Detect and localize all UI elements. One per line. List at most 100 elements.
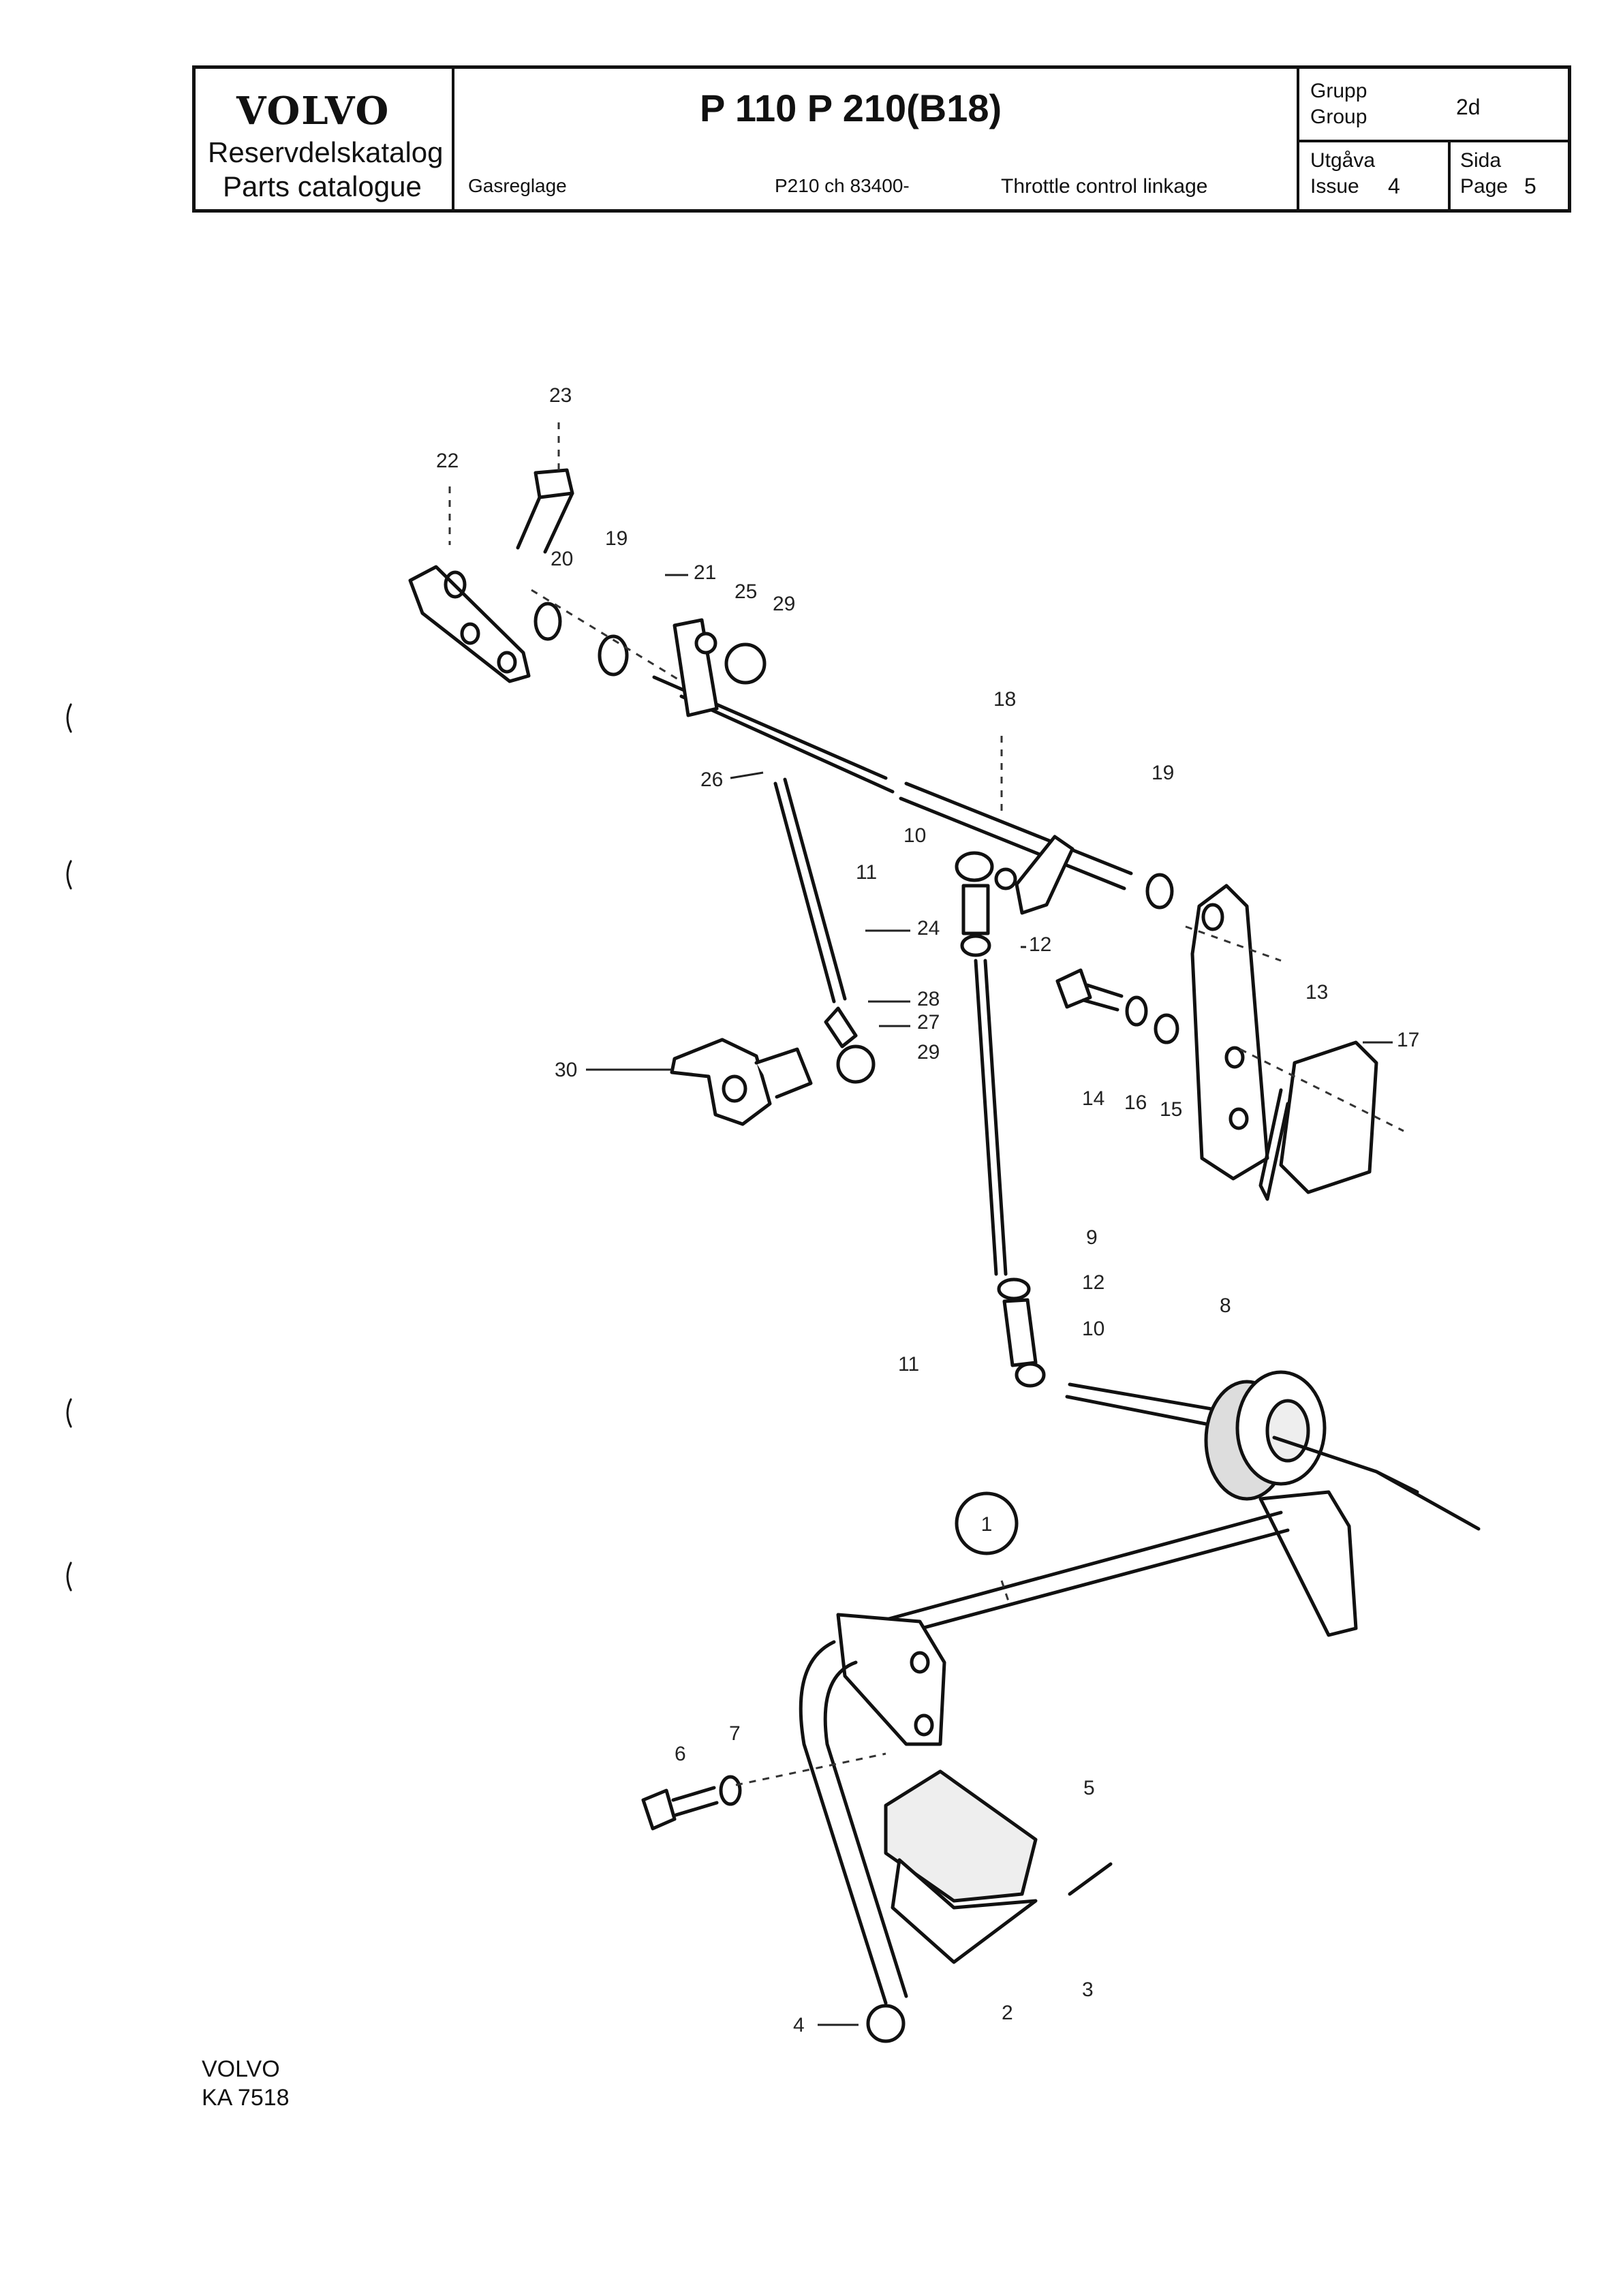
callout-17: 17 <box>1397 1029 1419 1051</box>
bolt-6-shank <box>671 1786 719 1817</box>
catalog-title-en: Parts catalogue <box>223 170 422 202</box>
bracket-13 <box>1190 884 1269 1181</box>
callout-8: 8 <box>1220 1294 1231 1317</box>
callout-10: 10 <box>1082 1318 1104 1340</box>
callout-29: 29 <box>917 1041 940 1064</box>
callout-24: 24 <box>917 917 940 940</box>
group-label-en: Group <box>1310 106 1367 128</box>
socket-10 <box>961 884 990 935</box>
mounting-plate <box>1258 1490 1358 1637</box>
callout-22: 22 <box>436 450 459 472</box>
footer-brand: VOLVO <box>202 2056 280 2082</box>
lever-25 <box>673 618 719 717</box>
footer: VOLVO KA 7518 <box>202 2055 290 2112</box>
callout-circle-1 <box>955 1491 1019 1555</box>
grommet-8 <box>1265 1399 1310 1463</box>
socket-10 <box>955 851 994 882</box>
bracket-hole <box>1228 1107 1249 1130</box>
callout-20: 20 <box>551 548 573 570</box>
issue-label-en: Issue <box>1310 175 1359 198</box>
callout-12: 12 <box>1082 1271 1104 1294</box>
leader-line <box>1239 1048 1404 1132</box>
pedal-pad-2 <box>884 1769 1038 1903</box>
leader-line <box>531 589 682 683</box>
clip-bracket-17 <box>1258 1088 1290 1201</box>
clip-bracket-17 <box>1279 1040 1378 1194</box>
pin-3 <box>1068 1862 1113 1896</box>
callout-23: 23 <box>549 384 572 407</box>
callout-16: 16 <box>1124 1091 1147 1114</box>
callout-2: 2 <box>1002 2002 1013 2024</box>
brand-logo: VOLVO <box>236 89 390 134</box>
ball-socket <box>1015 1362 1046 1388</box>
ball-joint <box>994 867 1017 890</box>
pedal-plate <box>836 1613 946 1746</box>
plate-hole <box>914 1713 934 1737</box>
washer-7 <box>719 1775 742 1806</box>
washer <box>598 634 629 677</box>
header-divider <box>452 69 454 209</box>
callout-3: 3 <box>1082 1979 1094 2001</box>
bracket-hole <box>1201 903 1224 931</box>
bushing-4 <box>866 2004 906 2043</box>
chassis-range: P210 ch 83400- <box>775 175 910 196</box>
throttle-shaft-18 <box>899 781 1133 890</box>
callout-5: 5 <box>1083 1777 1095 1799</box>
callout-10: 10 <box>903 824 926 847</box>
bolt-23-shank <box>516 491 574 554</box>
callout-11: 11 <box>898 1353 919 1376</box>
ball-joint-27 <box>836 1044 876 1084</box>
plate-hole <box>910 1651 930 1674</box>
lever-30-arm <box>754 1047 813 1099</box>
nut-28 <box>824 1006 858 1049</box>
bracket-hole <box>444 570 467 599</box>
pedal-shaft-1 <box>877 1510 1290 1640</box>
lever-arm <box>1015 835 1075 915</box>
callout-7: 7 <box>729 1722 741 1745</box>
margin-mark <box>66 703 72 733</box>
header-divider <box>1297 140 1568 142</box>
header-divider <box>1297 69 1299 209</box>
washer-20 <box>534 602 562 641</box>
washer-15 <box>1154 1013 1179 1044</box>
callout-15: 15 <box>1160 1098 1182 1121</box>
lever-30 <box>670 1038 772 1126</box>
pedal-arm <box>799 1640 908 2005</box>
rod-9 <box>974 959 1008 1276</box>
callout-21: 21 <box>694 561 716 584</box>
callout-14: 14 <box>1082 1087 1104 1110</box>
margin-mark <box>66 1398 72 1428</box>
callout-27: 27 <box>917 1011 940 1034</box>
bracket-hole <box>497 651 517 674</box>
bolt-6 <box>641 1788 677 1831</box>
footer-code: KA 7518 <box>202 2085 290 2111</box>
leader-line <box>735 1752 886 1786</box>
callout-19: 19 <box>605 527 628 550</box>
margin-mark <box>66 1562 72 1592</box>
leader-line <box>1185 925 1282 962</box>
rod-24 <box>773 777 847 1004</box>
cable-8 <box>1065 1382 1222 1427</box>
bolt-14 <box>1055 968 1092 1009</box>
callout-28: 28 <box>917 988 940 1010</box>
issue-value: 4 <box>1388 174 1400 198</box>
issue-label-sv: Utgåva <box>1310 149 1376 172</box>
section-name-en: Throttle control linkage <box>1001 175 1208 198</box>
callout-11: 11 <box>856 861 877 884</box>
callout-6: 6 <box>675 1743 686 1765</box>
callout-25: 25 <box>735 580 757 603</box>
callout-9: 9 <box>1086 1226 1098 1249</box>
margin-mark <box>66 860 72 890</box>
bracket-hole <box>1224 1046 1245 1069</box>
pedal-pad-2 <box>891 1858 1038 1964</box>
callout-29: 29 <box>773 593 795 615</box>
leader-line <box>730 771 764 779</box>
bolt-23-head <box>534 468 574 499</box>
leader-line <box>1000 1580 1010 1602</box>
bolt-14-shank <box>1081 983 1124 1012</box>
callout-19: 19 <box>1151 762 1174 784</box>
section-name-sv: Gasreglage <box>468 175 567 196</box>
socket-10 <box>1002 1298 1038 1367</box>
group-label-sv: Grupp <box>1310 80 1367 102</box>
model-title: P 110 P 210(B18) <box>700 87 1002 129</box>
